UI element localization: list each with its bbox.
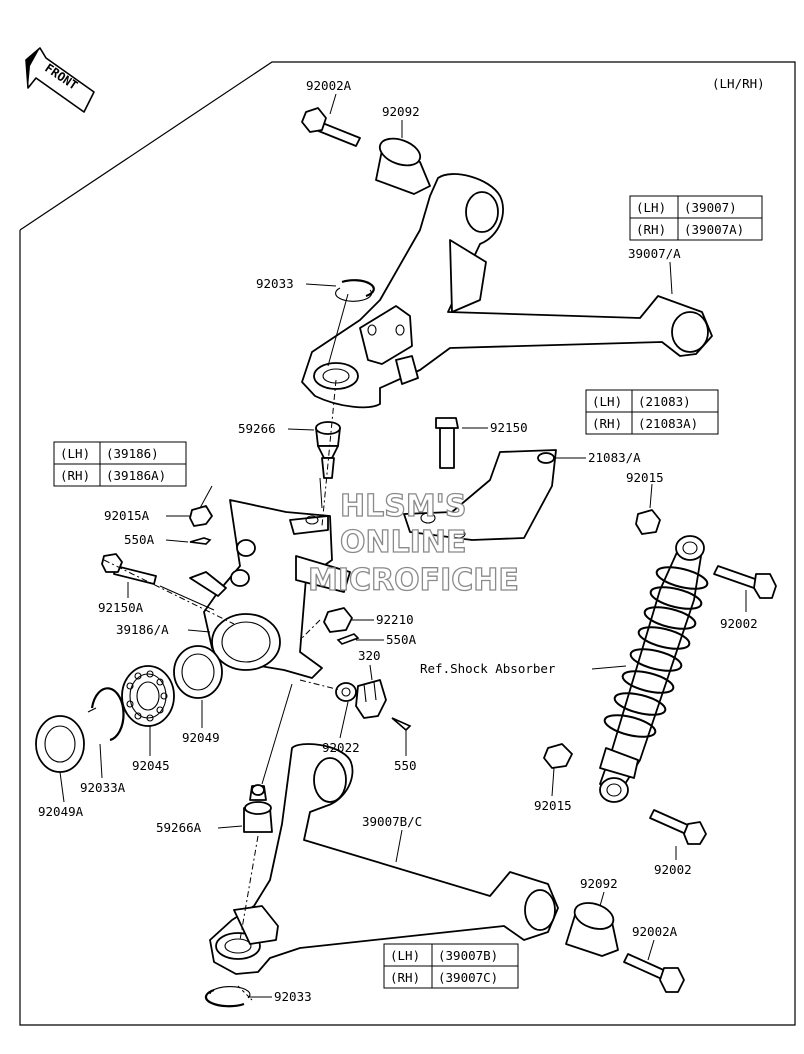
label-shock-absorber: Ref.Shock Absorber — [420, 661, 556, 676]
bearing-92045 — [121, 665, 175, 727]
page-frame — [19, 61, 796, 1026]
part-labels: 92002A 92092 39007/A 92033 59266 92150 2… — [38, 78, 758, 1004]
leader-lines — [59, 93, 747, 1001]
bracket-rh-no: (21083A) — [638, 416, 698, 431]
label-92150: 92150 — [490, 420, 528, 435]
label-39007-A: 39007/A — [628, 246, 681, 261]
nut-92015A — [189, 505, 213, 527]
cotter-pin-550A-top — [189, 537, 212, 545]
upper-ball-joint — [315, 421, 341, 479]
label-92015-low: 92015 — [534, 798, 572, 813]
lower-bushing — [565, 902, 619, 957]
lower-arm-lh: (LH) — [390, 948, 420, 963]
bracket-lh: (LH) — [592, 394, 622, 409]
label-92049A: 92049A — [38, 804, 84, 819]
cotter-pin-550A-mid — [336, 633, 360, 645]
label-21083-A: 21083/A — [588, 450, 641, 465]
bolt-92150A — [101, 553, 157, 585]
seal-92049A — [35, 715, 85, 773]
castle-nut-320 — [355, 679, 387, 719]
label-92033-low: 92033 — [274, 989, 312, 1004]
watermark: HLSM'S ONLINE MICROFICHE — [307, 488, 519, 598]
label-92049: 92049 — [182, 730, 220, 745]
bracket-table: (LH) (21083) (RH) (21083A) — [585, 389, 719, 435]
label-92092-low: 92092 — [580, 876, 618, 891]
shock-bracket — [403, 449, 557, 541]
watermark-line-1: HLSM'S — [340, 489, 466, 524]
front-arrow-icon: FRONT — [25, 47, 95, 113]
nut-92015-lower — [543, 743, 573, 769]
label-39186-A: 39186/A — [116, 622, 169, 637]
label-92022: 92022 — [322, 740, 360, 755]
upper-arm-rh-no: (39007A) — [684, 222, 744, 237]
label-550A-mid: 550A — [386, 632, 417, 647]
nut-92210 — [323, 607, 353, 633]
label-92045: 92045 — [132, 758, 170, 773]
label-92092-top: 92092 — [382, 104, 420, 119]
knuckle-lh: (LH) — [60, 446, 90, 461]
bolt-92002-lower — [649, 809, 707, 845]
bolt-92002-right — [713, 565, 777, 599]
lower-arm-lh-no: (39007B) — [438, 948, 498, 963]
label-550: 550 — [394, 758, 417, 773]
snap-ring-top — [335, 279, 375, 302]
label-92015A: 92015A — [104, 508, 150, 523]
label-320: 320 — [358, 648, 381, 663]
bracket-bolt — [435, 417, 459, 469]
lower-arm-rh: (RH) — [390, 970, 420, 985]
lower-bolt — [623, 953, 685, 993]
label-92150A: 92150A — [98, 600, 144, 615]
upper-bolt — [301, 107, 361, 147]
washer-92022 — [335, 682, 357, 702]
shock-absorber — [599, 535, 709, 803]
label-92002A-low: 92002A — [632, 924, 678, 939]
label-39007B-C: 39007B/C — [362, 814, 422, 829]
cotter-pin-550 — [391, 717, 412, 732]
knuckle-lh-no: (39186) — [106, 446, 159, 461]
knuckle-rh: (RH) — [60, 468, 90, 483]
lower-a-arm — [209, 743, 559, 975]
watermark-line-2: ONLINE — [340, 525, 467, 560]
watermark-line-3: MICROFICHE — [308, 563, 519, 598]
upper-a-arm — [301, 173, 713, 409]
knuckle-table: (LH) (39186) (RH) (39186A) — [53, 441, 187, 487]
upper-arm-rh: (RH) — [636, 222, 666, 237]
bearing-92049 — [173, 645, 223, 699]
upper-arm-lh: (LH) — [636, 200, 666, 215]
lower-arm-table: (LH) (39007B) (RH) (39007C) — [383, 943, 519, 989]
variant-label: (LH/RH) — [712, 76, 765, 91]
label-59266A: 59266A — [156, 820, 202, 835]
upper-arm-table: (LH) (39007) (RH) (39007A) — [629, 195, 763, 241]
label-59266: 59266 — [238, 421, 276, 436]
knuckle-rh-no: (39186A) — [106, 468, 166, 483]
label-92002-right: 92002 — [720, 616, 758, 631]
label-92002-low: 92002 — [654, 862, 692, 877]
label-92002A-top: 92002A — [306, 78, 352, 93]
label-92210: 92210 — [376, 612, 414, 627]
label-92015-right: 92015 — [626, 470, 664, 485]
snap-ring-low — [204, 986, 251, 1008]
lower-ball-joint — [243, 784, 273, 833]
lower-arm-rh-no: (39007C) — [438, 970, 498, 985]
label-92033A: 92033A — [80, 780, 126, 795]
bracket-lh-no: (21083) — [638, 394, 691, 409]
label-550A-top: 550A — [124, 532, 155, 547]
upper-arm-lh-no: (39007) — [684, 200, 737, 215]
circlip-92033A — [87, 687, 125, 742]
steering-knuckle — [189, 499, 351, 679]
upper-bushing — [375, 137, 431, 195]
label-92033-top: 92033 — [256, 276, 294, 291]
bracket-rh: (RH) — [592, 416, 622, 431]
nut-92015-right — [635, 509, 661, 535]
